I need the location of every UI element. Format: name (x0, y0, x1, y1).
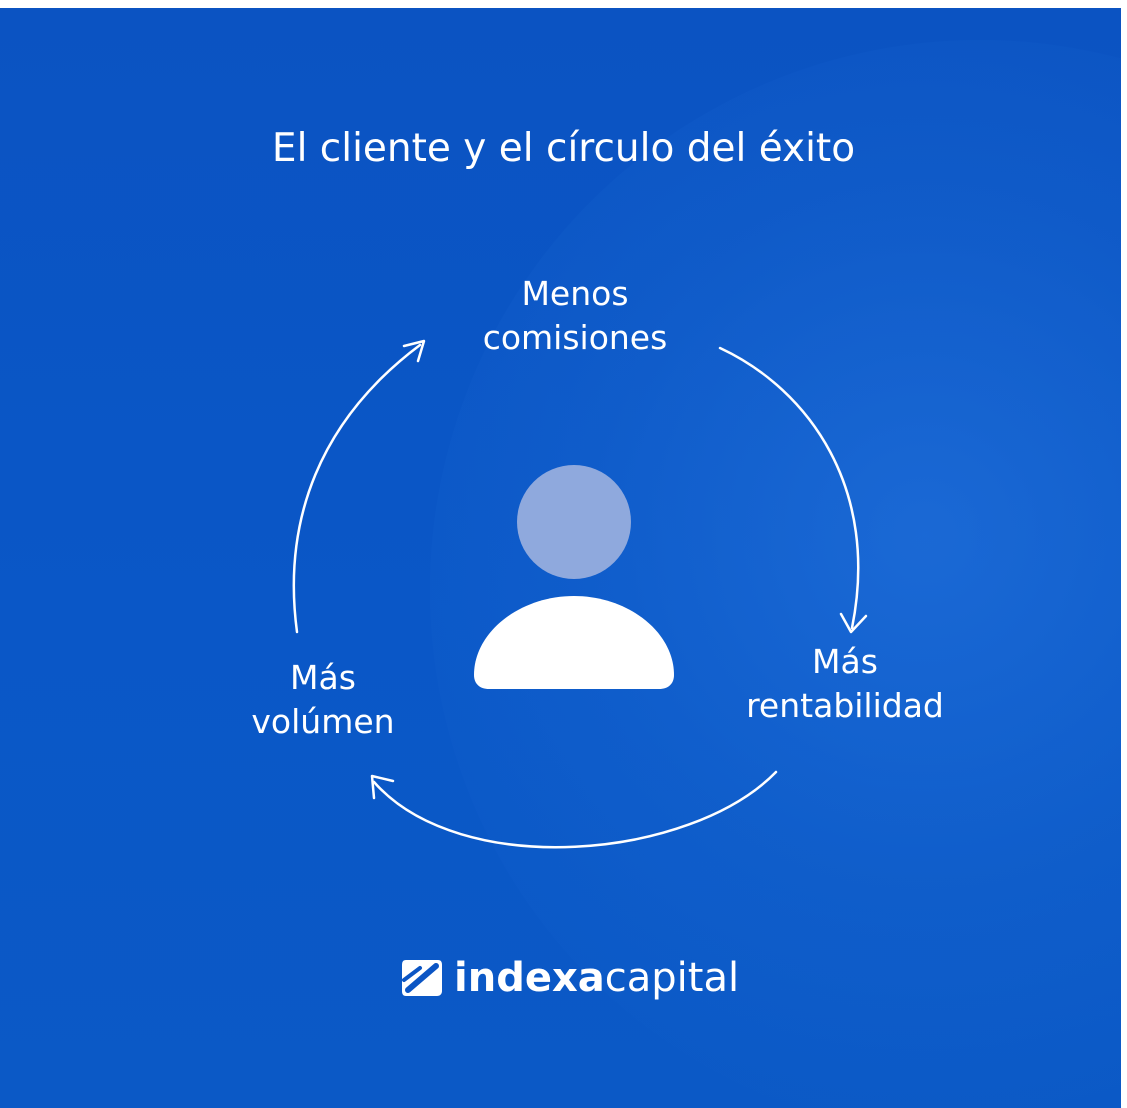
label-line: Más (290, 658, 356, 697)
arrowhead-icon (370, 774, 395, 800)
label-more-profitability: Más rentabilidad (690, 640, 1000, 728)
arrow-profitability-to-volume (370, 770, 778, 849)
paper-edge-right (1121, 0, 1127, 1108)
indexa-logo-mark-icon (402, 960, 442, 996)
paper-edge-top (0, 0, 1127, 8)
logo-text-bold: indexa (454, 955, 605, 1001)
label-line: volúmen (251, 702, 395, 741)
label-line: Más (812, 642, 878, 681)
label-line: Menos (521, 274, 629, 313)
arrow-commissions-to-profitability (718, 346, 868, 634)
user-body (474, 596, 674, 689)
user-icon (474, 465, 674, 689)
label-fewer-commissions: Menos comisiones (420, 272, 730, 360)
user-head (517, 465, 631, 579)
arrowhead-icon (402, 339, 426, 363)
label-more-volume: Más volúmen (168, 656, 478, 744)
diagram-title: El cliente y el círculo del éxito (271, 126, 856, 171)
arrowhead-icon (839, 612, 868, 634)
label-line: rentabilidad (746, 686, 944, 725)
logo-text-light: capital (604, 955, 740, 1001)
arrow-volume-to-commissions (292, 339, 426, 634)
label-line: comisiones (482, 318, 668, 357)
